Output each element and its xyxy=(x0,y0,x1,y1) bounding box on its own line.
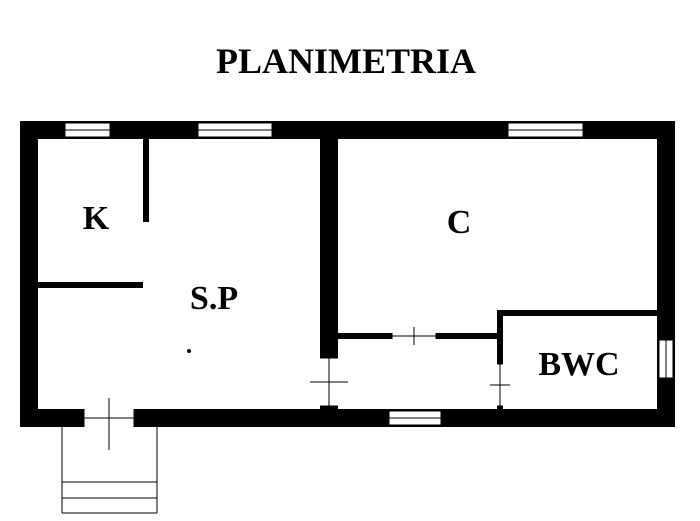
plan-title: PLANIMETRIA xyxy=(216,41,476,81)
window-top-kitchen xyxy=(64,122,111,138)
window-top-living xyxy=(197,122,273,138)
door-hall-bathroom xyxy=(490,363,510,407)
room-label-living: S.P xyxy=(190,280,238,317)
wall-kitchen-vertical xyxy=(143,139,149,222)
room-label-bathroom: BWC xyxy=(538,346,619,383)
marker-dot xyxy=(187,349,191,353)
door-living-hall xyxy=(310,357,348,407)
wall-bottom xyxy=(20,409,675,427)
doors xyxy=(83,327,510,450)
wall-bath-left xyxy=(497,310,503,409)
door-hall-bedroom xyxy=(391,327,437,345)
window-bottom-hall xyxy=(388,410,442,426)
wall-center xyxy=(320,139,338,409)
entrance-steps xyxy=(61,427,158,514)
wall-bath-top xyxy=(497,310,657,316)
wall-right xyxy=(657,121,675,427)
door-entrance xyxy=(83,398,135,450)
window-right-bathroom xyxy=(658,339,674,379)
window-top-bedroom xyxy=(507,122,584,138)
room-label-kitchen: K xyxy=(83,200,110,237)
windows xyxy=(64,122,674,426)
room-label-bedroom: C xyxy=(447,204,472,241)
wall-left xyxy=(20,121,38,427)
wall-kitchen-horizontal xyxy=(38,282,143,288)
